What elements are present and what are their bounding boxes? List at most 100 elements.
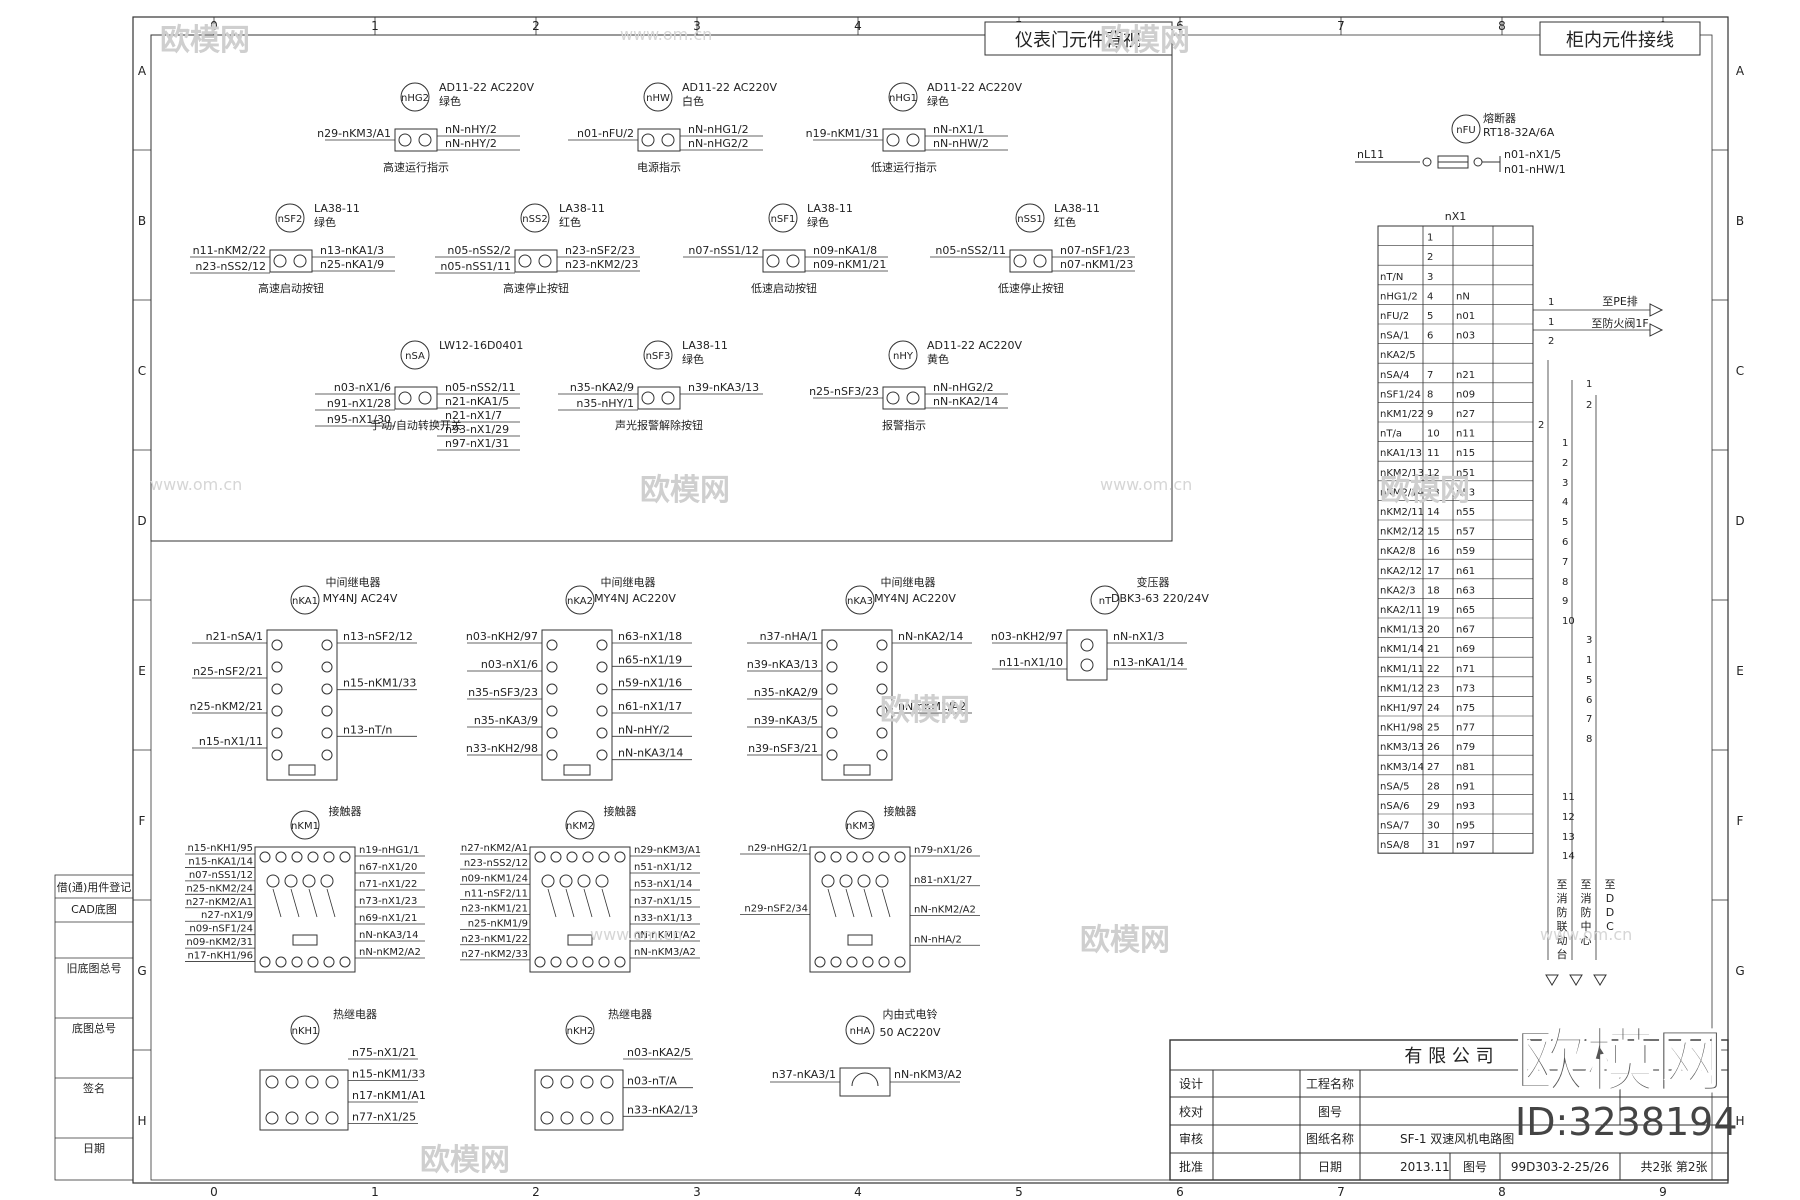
bus-number: 14 [1562, 851, 1575, 862]
terminal [830, 956, 842, 968]
terminal [325, 1075, 339, 1089]
terminal [906, 133, 920, 147]
left-terminal-label: n25-nKM1/9 [468, 919, 528, 930]
terminal [534, 851, 546, 863]
terminal-number: 2 [1427, 252, 1433, 263]
left-terminal-label: n35-nHY/1 [576, 397, 634, 410]
terminal-wire-label: nKM2/12 [1380, 527, 1424, 538]
terminal-number: 10 [1427, 429, 1440, 440]
wire [326, 888, 336, 918]
arrow-down [1593, 974, 1607, 986]
right-terminal-label: n29-nKM3/A1 [634, 845, 701, 856]
terminal-wire-label: nKA2/12 [1380, 566, 1422, 577]
terminal [271, 639, 283, 651]
relay-model: DBK3-63 220/24V [1111, 592, 1209, 605]
terminal [321, 727, 333, 739]
cabinet-panel-title: 柜内元件接线 [1566, 30, 1674, 51]
arrow-down [1545, 974, 1559, 986]
relay-tag: nKA2 [567, 596, 593, 607]
bottom-destination-label: 至 [1581, 878, 1592, 891]
left-terminal-label: n39-nKA3/5 [754, 714, 818, 727]
terminal [876, 661, 888, 673]
right-terminal-label: n71-nX1/22 [359, 879, 417, 890]
bus-number: 8 [1586, 734, 1592, 745]
component-body [762, 249, 806, 273]
terminal-number: 6 [1427, 331, 1433, 342]
terminal [323, 956, 335, 968]
component-nSS2: nSS2LA38-11红色高速停止按钮n05-nSS2/2n05-nSS1/11… [435, 202, 640, 295]
bus-number: 1 [1548, 297, 1554, 308]
terminal [560, 1111, 574, 1125]
watermark-brand-4: 欧模网 [1380, 473, 1470, 508]
terminal [830, 851, 842, 863]
terminal [886, 391, 900, 405]
terminal [546, 749, 558, 761]
arrow [1649, 303, 1664, 317]
terminal-net: n57 [1456, 527, 1475, 538]
tag-circle [888, 82, 918, 112]
terminal [307, 956, 319, 968]
left-terminal-label: n25-nKM2/24 [186, 883, 253, 894]
row-label: G [137, 964, 146, 978]
contactor-components: nKM1接触器n15-nKH1/95n15-nKA1/14n07-nSS1/12… [185, 804, 980, 973]
row-label: E [138, 664, 146, 678]
component-color: 黄色 [927, 352, 949, 366]
right-terminal-label: n67-nX1/20 [359, 862, 417, 873]
terminal-wire-label: nSA/1 [1380, 331, 1409, 342]
door-panel-title: 仪表门元件背视 [1015, 30, 1141, 51]
title-row-label: 批准 [1179, 1159, 1203, 1174]
pole-contact [821, 874, 835, 888]
watermark-brand-3: 欧模网 [640, 473, 730, 508]
column-label: 4 [854, 1185, 862, 1199]
component-model: LA38-11 [559, 202, 605, 215]
right-terminal-label: n65-nX1/19 [618, 653, 682, 666]
relay-model: MY4NJ AC220V [594, 592, 676, 605]
wire [272, 888, 282, 918]
watermark-brand-5: 欧模网 [880, 693, 970, 728]
terminal [1033, 254, 1047, 268]
contactor-name: 接触器 [884, 804, 917, 818]
terminal [596, 661, 608, 673]
relay-tag: nT [1099, 596, 1112, 607]
terminal-number: 12 [1427, 468, 1440, 479]
tag-circle [845, 810, 875, 840]
right-terminal-label: nN-nKA3/14 [359, 930, 418, 941]
terminal [546, 661, 558, 673]
terminal-wire-label: nSA/8 [1380, 840, 1409, 851]
terminal [876, 727, 888, 739]
contactor-name: 接触器 [604, 804, 637, 818]
right-terminal-label: n07-nSF1/23 [1060, 244, 1130, 257]
terminal-number: 14 [1427, 507, 1440, 518]
tag-circle [290, 810, 320, 840]
bottom-destination-label: 联 [1557, 920, 1568, 933]
component-nSF2: nSF2LA38-11绿色高速启动按钮n11-nKM2/22n23-nSS2/1… [190, 202, 395, 295]
left-terminal-label: n39-nSF3/21 [748, 742, 818, 755]
terminal [826, 749, 838, 761]
bus-number: 10 [1562, 616, 1575, 627]
tag-circle [643, 340, 673, 370]
right-terminal-label: n59-nX1/16 [618, 677, 682, 690]
tag-circle [400, 340, 430, 370]
terminal [580, 1111, 594, 1125]
terminal-number: 26 [1427, 742, 1440, 753]
right-terminal-label: n53-nX1/14 [634, 879, 692, 890]
component-caption: 声光报警解除按钮 [615, 418, 703, 432]
terminal [876, 705, 888, 717]
right-terminal-label: n21-nX1/7 [445, 409, 502, 422]
terminal [894, 956, 906, 968]
terminal [786, 254, 800, 268]
bottom-destination-label: 中 [1581, 920, 1592, 933]
watermarks: 欧模网 欧模网 欧模网 欧模网 欧模网 欧模网 欧模网 www.om.cn ww… [150, 23, 1738, 1178]
bus-number: 11 [1562, 792, 1575, 803]
row-label: G [1735, 964, 1744, 978]
left-terminal-label: n25-nSF3/23 [809, 385, 879, 398]
terminal-number: 22 [1427, 664, 1440, 675]
terminal-number: 1 [1427, 233, 1433, 244]
right-terminal-label: n03-nKA2/5 [627, 1046, 691, 1059]
pole-contact [266, 874, 280, 888]
wire [308, 888, 318, 918]
